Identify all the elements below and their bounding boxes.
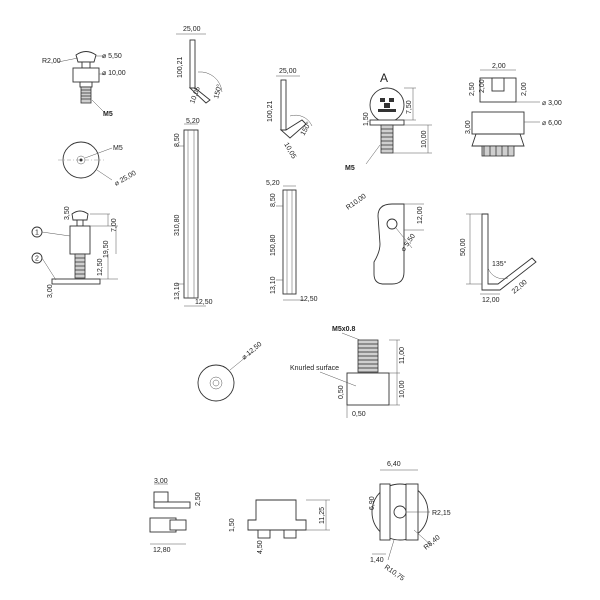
bushing-step-label: 2,50	[469, 82, 476, 96]
bar1-height-label: 100,21	[177, 56, 184, 78]
knob-top-view: ⌀ 12,50	[197, 341, 264, 402]
angle-bracket-view: R10,00 12,00 ⌀ 5,50	[345, 193, 424, 285]
clip-top-width-label: 3,00	[154, 478, 168, 485]
clip-arc-radius-label: R10,75	[383, 564, 406, 583]
long-bar-width-label: 5,20	[186, 118, 200, 125]
bushing-view: 2,00 2,50 2,00 2,00 ⌀ 3,00 3,00 ⌀ 6,00	[465, 63, 562, 157]
bar2-height-label: 100,21	[267, 100, 274, 122]
knurled-knob-view: M5x0.8 Knurled surface 11,00 10,00 0,50 …	[290, 326, 406, 418]
bushing-base-diameter-label: ⌀ 6,00	[542, 120, 562, 127]
assembly-dim-e: 3,00	[47, 284, 54, 298]
clip-side-total-label: 11,25	[319, 507, 326, 524]
assembly-dim-c: 19,50	[103, 240, 110, 258]
assembly-dim-b: 7,00	[111, 218, 118, 232]
plate-bottom-label: 12,00	[482, 297, 500, 304]
assembly-view: 1 2 3,50 7,00 19,50 12,50 3,00	[31, 206, 118, 298]
clip-slot-height-label: 6,90	[369, 496, 376, 510]
pin-head-radius-label: R2,00	[42, 58, 61, 65]
knob-chamfer-height-label: 0,50	[338, 385, 345, 399]
plate-height-label: 50,00	[460, 238, 467, 256]
screw-thread-label: M5	[345, 165, 355, 172]
pin-head-diameter-label: ⌀ 5,50	[102, 53, 122, 60]
long-bar-view: 5,20 8,50 310,80 13,10 12,50	[174, 118, 213, 307]
long-bar-top-label: 8,50	[174, 133, 181, 147]
clip-side-view: 1,50 4,50 11,25	[229, 499, 330, 554]
pin-body-diameter-label: ⌀ 10,00	[102, 70, 126, 77]
short-bar-view: 5,20 8,50 150,80 13,10 12,50	[266, 180, 318, 303]
knob-body-height-label: 10,00	[399, 380, 406, 398]
long-bar-depth-label: 12,50	[195, 299, 213, 306]
plate-flange-label: 22,00	[511, 279, 529, 296]
clip-tab-height-label: 2,50	[195, 492, 202, 506]
bar2-thickness-label: 10,05	[282, 142, 297, 161]
screw-length-dim-label: 10,00	[421, 130, 428, 148]
short-bar-height-label: 150,80	[270, 234, 277, 256]
bent-bar-view-1: 25,00 100,21 10,05 150°	[176, 26, 224, 105]
assembly-dim-a: 3,50	[64, 206, 71, 220]
bracket-radius-label: R10,00	[345, 193, 368, 212]
clip-side-foot-label: 4,50	[257, 540, 264, 554]
screw-detail-a: A 1,50 7,50 10,00 M5	[345, 71, 432, 172]
assembly-dim-d: 12,50	[97, 258, 104, 276]
clip-slot-width-label: 6,40	[387, 461, 401, 468]
long-bar-height-label: 310,80	[174, 214, 181, 236]
round-clip-top-view: 6,40 6,90 R2,15 R8,40 1,40 R10,75	[369, 461, 451, 583]
clip-length-label: 12,80	[153, 547, 171, 554]
short-bar-depth-label: 12,50	[300, 296, 318, 303]
bushing-base-height-label: 3,00	[465, 120, 472, 134]
knob-diameter-label: ⌀ 12,50	[241, 341, 264, 362]
knurled-surface-label: Knurled surface	[290, 365, 339, 372]
top-thread-label: M5	[113, 145, 123, 152]
callout-2-label: 2	[35, 256, 39, 263]
bushing-hole-diameter-label: ⌀ 3,00	[542, 100, 562, 107]
detail-letter-label: A	[380, 71, 388, 85]
bar2-width-label: 25,00	[279, 68, 297, 75]
long-bar-bottom-label: 13,10	[174, 282, 181, 300]
bracket-height-label: 12,00	[417, 206, 424, 224]
screw-top-dim-label: 7,50	[406, 100, 413, 114]
knob-thread-length-label: 11,00	[399, 347, 406, 364]
callout-1-label: 1	[35, 230, 39, 237]
clip-front-view: 3,00 2,50 12,80	[149, 478, 202, 554]
short-bar-bottom-label: 13,10	[270, 276, 277, 294]
clip-inner-radius-label: R2,15	[432, 510, 451, 517]
pin-front-view: R2,00 ⌀ 5,50 ⌀ 10,00 M5	[42, 51, 126, 118]
bar1-angle-label: 150°	[212, 83, 224, 99]
short-bar-width-label: 5,20	[266, 180, 280, 187]
plate-angle-label: 135°	[492, 260, 507, 268]
bent-plate-view: 50,00 135° 22,00 12,00	[460, 213, 537, 304]
clip-offset-label: 1,40	[370, 557, 384, 564]
knob-thread-label: M5x0.8	[332, 326, 355, 333]
bar1-width-label: 25,00	[183, 26, 201, 33]
top-diameter-label: ⌀ 25,00	[114, 170, 138, 188]
short-bar-top-label: 8,50	[270, 193, 277, 207]
pin-top-view: M5 ⌀ 25,00	[58, 141, 138, 188]
clip-side-height-label: 1,50	[229, 518, 236, 532]
bushing-side-label: 2,00	[521, 82, 528, 96]
bent-bar-view-2: 25,00 100,21 150° 10,05	[267, 68, 313, 160]
knob-chamfer-width-label: 0,50	[352, 411, 366, 418]
bushing-top-width-label: 2,00	[492, 63, 506, 70]
clip-outer-radius-label: R8,40	[423, 534, 442, 551]
pin-thread-label: M5	[103, 111, 113, 118]
screw-head-dim-label: 1,50	[363, 112, 370, 126]
bushing-slot-label: 2,00	[479, 79, 486, 93]
